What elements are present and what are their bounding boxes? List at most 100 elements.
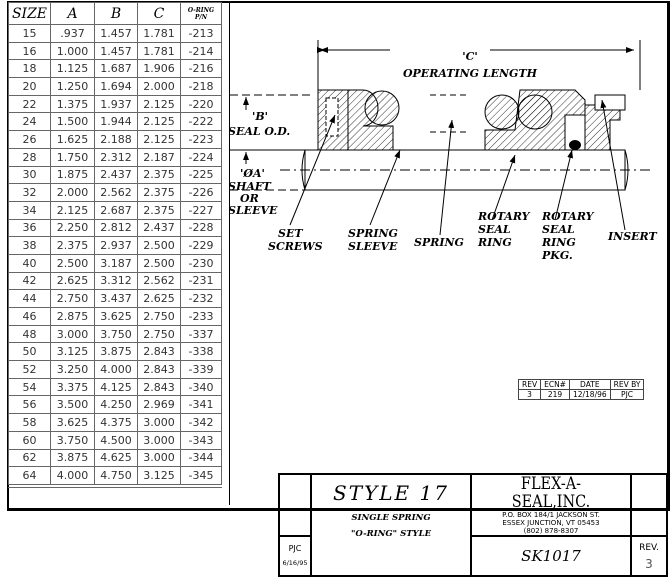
company-cell: FLEX-A-SEAL,INC. P.O. BOX 184/1 JACKSON … — [470, 473, 632, 537]
seal-od-label: SEAL O.D. — [230, 125, 290, 138]
seal-drawing: 'C' OPERATING LENGTH 'B' SEAL O.D. 'ØA' … — [230, 40, 657, 260]
shaft-label: SHAFT — [230, 180, 272, 193]
revby-header: REV BY — [609, 379, 645, 390]
oring-pn-cell: -232 — [180, 289, 222, 308]
rev-value: 3 — [517, 389, 542, 400]
c-cell: 2.500 — [137, 253, 181, 273]
size-cell: 52 — [8, 360, 51, 379]
c-cell: 2.125 — [137, 112, 181, 132]
phone: (802) 878-8307 — [523, 527, 579, 535]
oring-pn-cell: -226 — [180, 183, 222, 202]
b-cell: 1.457 — [94, 41, 138, 61]
b-cell: 4.250 — [94, 395, 138, 415]
a-cell: 2.250 — [50, 218, 95, 238]
a-cell: .937 — [50, 24, 95, 43]
oring-pn-cell: -343 — [180, 430, 222, 450]
a-cell: 1.500 — [50, 112, 95, 132]
b-cell: 4.125 — [94, 377, 138, 397]
b-cell: 1.694 — [94, 77, 138, 96]
b-cell: 3.875 — [94, 342, 138, 362]
c-cell: 2.125 — [137, 94, 181, 114]
style-cell: STYLE 17 SINGLE SPRING "O-RING" STYLE — [310, 473, 472, 577]
c-cell: 2.500 — [137, 236, 181, 255]
size-cell: 62 — [8, 448, 51, 468]
b-cell: 2.812 — [94, 218, 138, 238]
oring-pn-cell: -345 — [180, 466, 222, 485]
header-a: A — [50, 2, 95, 25]
c-cell: 2.000 — [137, 77, 181, 96]
a-cell: 4.000 — [50, 466, 95, 485]
oring-pn-cell: -222 — [180, 112, 222, 132]
size-cell: 24 — [8, 112, 51, 132]
a-cell: 1.375 — [50, 94, 95, 114]
c-cell: 2.750 — [137, 307, 181, 326]
oring-pn-cell: -225 — [180, 165, 222, 185]
size-cell: 40 — [8, 253, 51, 273]
rsr-line1: ROTARY — [477, 210, 531, 223]
a-cell: 3.000 — [50, 324, 95, 344]
c-cell: 2.437 — [137, 218, 181, 238]
c-cell: 2.843 — [137, 342, 181, 362]
oring-pn-cell: -339 — [180, 360, 222, 379]
a-cell: 3.875 — [50, 448, 95, 468]
b-cell: 3.750 — [94, 324, 138, 344]
c-cell: 2.843 — [137, 360, 181, 379]
b-cell: 2.562 — [94, 183, 138, 202]
size-cell: 64 — [8, 466, 51, 485]
ecn-value: 219 — [540, 389, 570, 400]
a-cell: 3.750 — [50, 430, 95, 450]
c-cell: 3.000 — [137, 413, 181, 432]
oring-pn-cell: -213 — [180, 24, 222, 43]
sleeve-label: SLEEVE — [230, 204, 278, 217]
oring-pn-cell: -230 — [180, 253, 222, 273]
b-cell: 2.937 — [94, 236, 138, 255]
b-cell: 4.000 — [94, 360, 138, 379]
rev-cell: REV.3 — [630, 535, 668, 577]
or-label: OR — [240, 192, 259, 205]
c-cell: 1.781 — [137, 24, 181, 43]
address-line2: ESSEX JUNCTION, VT 05453 — [502, 519, 600, 527]
a-cell: 2.875 — [50, 307, 95, 326]
c-cell: 2.843 — [137, 377, 181, 397]
size-cell: 60 — [8, 430, 51, 450]
b-cell: 2.437 — [94, 165, 138, 185]
table-bottom-line — [8, 487, 222, 488]
b-cell: 4.625 — [94, 448, 138, 468]
c-cell: 2.750 — [137, 324, 181, 344]
c-cell: 2.625 — [137, 289, 181, 308]
drawn-by: PJC — [288, 544, 302, 553]
revby-value: PJC — [609, 389, 645, 400]
size-cell: 16 — [8, 41, 51, 61]
oring-pn-cell: -220 — [180, 94, 222, 114]
oring-pn-cell: -342 — [180, 413, 222, 432]
rsr-line2: SEAL — [478, 223, 511, 236]
rsr-line3: RING — [477, 236, 512, 249]
a-cell: 1.750 — [50, 147, 95, 167]
header-b: B — [94, 2, 138, 25]
c-cell: 1.906 — [137, 59, 181, 79]
set-screws-line2: SCREWS — [268, 240, 323, 253]
header-c: C — [137, 2, 181, 25]
b-cell: 1.457 — [94, 24, 138, 43]
b-cell: 1.687 — [94, 59, 138, 79]
oring-pn-cell: -228 — [180, 218, 222, 238]
a-cell: 3.250 — [50, 360, 95, 379]
size-cell: 56 — [8, 395, 51, 415]
title-block: STYLE 17 SINGLE SPRING "O-RING" STYLE FL… — [278, 473, 668, 577]
